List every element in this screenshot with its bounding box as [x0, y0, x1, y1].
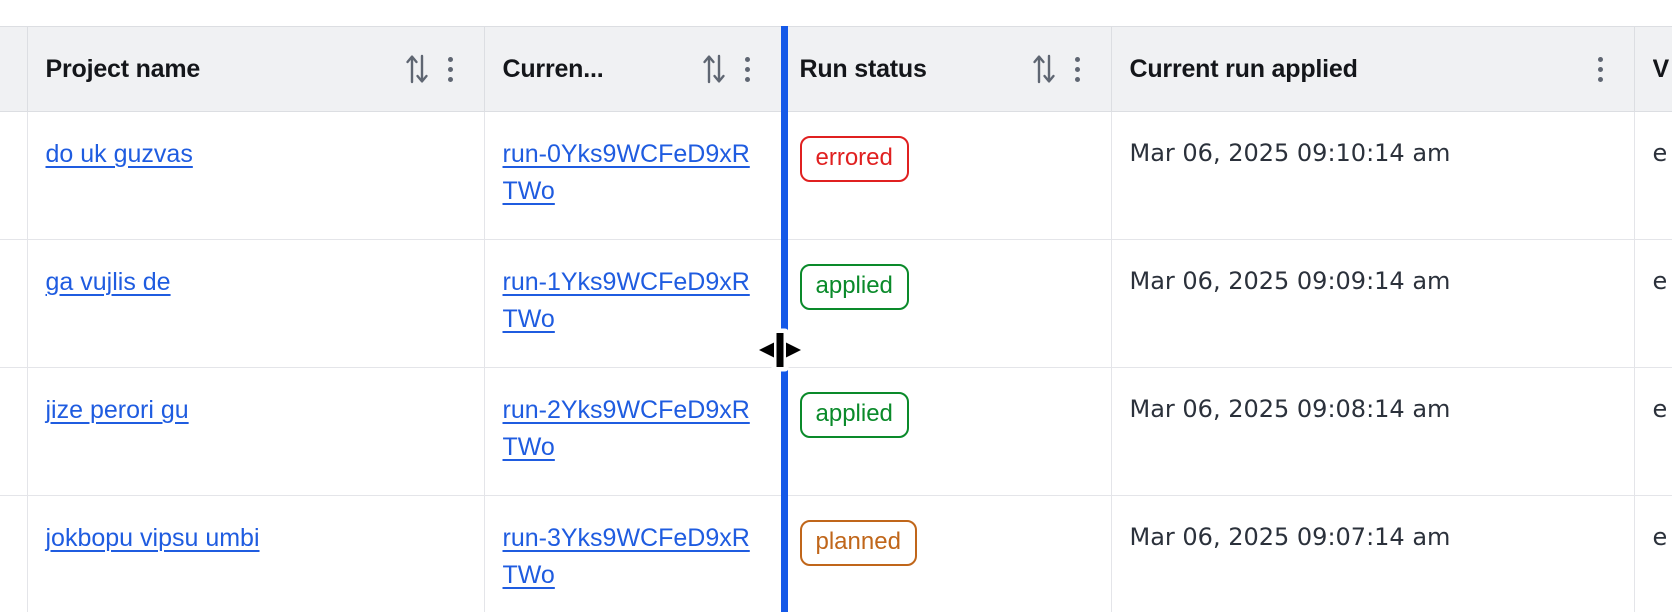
table-row: jokbopu vipsu umbi run-3Yks9WCFeD9xRTWo …: [0, 495, 1672, 612]
cell-project-name: do uk guzvas: [27, 111, 485, 240]
cell-run-status: applied: [781, 239, 1112, 368]
current-run-link[interactable]: run-3Yks9WCFeD9xRTWo: [502, 524, 750, 589]
cell-current-run-applied: Mar 06, 2025 09:10:14 am: [1111, 111, 1635, 240]
cell-project-name: jokbopu vipsu umbi: [27, 495, 485, 612]
row-gutter-cell[interactable]: [0, 239, 28, 368]
project-name-link[interactable]: jokbopu vipsu umbi: [45, 524, 260, 552]
kebab-menu-icon[interactable]: [1063, 52, 1093, 86]
cell-current-run: run-0Yks9WCFeD9xRTWo: [484, 111, 782, 240]
status-badge: errored: [799, 136, 909, 182]
current-run-link[interactable]: run-2Yks9WCFeD9xRTWo: [502, 396, 750, 461]
column-header-label-current-run-applied: Current run applied: [1129, 54, 1358, 83]
next-column-value: e: [1652, 267, 1668, 295]
cell-next-column: e: [1634, 239, 1672, 368]
sort-icon[interactable]: [1029, 52, 1059, 86]
row-gutter-cell[interactable]: [0, 367, 28, 496]
projects-table: Project name: [0, 26, 1672, 612]
sort-icon[interactable]: [402, 52, 432, 86]
row-gutter-cell[interactable]: [0, 111, 28, 240]
applied-timestamp: Mar 06, 2025 09:08:14 am: [1129, 395, 1451, 423]
cell-current-run-applied: Mar 06, 2025 09:09:14 am: [1111, 239, 1635, 368]
cell-current-run-applied: Mar 06, 2025 09:08:14 am: [1111, 367, 1635, 496]
next-column-value: e: [1652, 523, 1668, 551]
cell-project-name: jize perori gu: [27, 367, 485, 496]
status-badge: applied: [799, 392, 909, 438]
kebab-menu-icon[interactable]: [733, 52, 763, 86]
project-name-link[interactable]: jize perori gu: [45, 396, 189, 424]
cell-run-status: errored: [781, 111, 1112, 240]
column-header-project-name[interactable]: Project name: [27, 26, 485, 112]
column-header-gutter: [0, 26, 28, 112]
header-row: Project name: [0, 26, 1672, 112]
column-header-label-run-status: Run status: [799, 54, 927, 83]
cell-run-status: applied: [781, 367, 1112, 496]
table-row: jize perori gu run-2Yks9WCFeD9xRTWo appl…: [0, 367, 1672, 496]
table-row: ga vujlis de run-1Yks9WCFeD9xRTWo applie…: [0, 239, 1672, 368]
cell-next-column: e: [1634, 495, 1672, 612]
cell-current-run: run-1Yks9WCFeD9xRTWo: [484, 239, 782, 368]
current-run-link[interactable]: run-0Yks9WCFeD9xRTWo: [502, 140, 750, 205]
current-run-link[interactable]: run-1Yks9WCFeD9xRTWo: [502, 268, 750, 333]
row-gutter-cell[interactable]: [0, 495, 28, 612]
status-badge: planned: [799, 520, 917, 566]
column-header-label-next-column: V: [1652, 54, 1669, 83]
column-header-next-column[interactable]: V: [1634, 26, 1672, 112]
column-header-current-run[interactable]: Curren...: [484, 26, 782, 112]
cell-current-run: run-3Yks9WCFeD9xRTWo: [484, 495, 782, 612]
cell-project-name: ga vujlis de: [27, 239, 485, 368]
cell-current-run: run-2Yks9WCFeD9xRTWo: [484, 367, 782, 496]
column-header-current-run-applied[interactable]: Current run applied: [1111, 26, 1635, 112]
cell-current-run-applied: Mar 06, 2025 09:07:14 am: [1111, 495, 1635, 612]
applied-timestamp: Mar 06, 2025 09:07:14 am: [1129, 523, 1451, 551]
cell-next-column: e: [1634, 367, 1672, 496]
kebab-menu-icon[interactable]: [436, 52, 466, 86]
status-badge: applied: [799, 264, 909, 310]
applied-timestamp: Mar 06, 2025 09:10:14 am: [1129, 139, 1451, 167]
next-column-value: e: [1652, 139, 1668, 167]
sort-icon[interactable]: [699, 52, 729, 86]
table-body: do uk guzvas run-0Yks9WCFeD9xRTWo errore…: [0, 111, 1672, 612]
applied-timestamp: Mar 06, 2025 09:09:14 am: [1129, 267, 1451, 295]
project-name-link[interactable]: ga vujlis de: [45, 268, 171, 296]
project-name-link[interactable]: do uk guzvas: [45, 140, 193, 168]
column-header-label-current-run: Curren...: [502, 54, 604, 83]
column-header-run-status[interactable]: Run status: [781, 26, 1112, 112]
kebab-menu-icon[interactable]: [1586, 52, 1616, 86]
table-header: Project name: [0, 26, 1672, 112]
table-row: do uk guzvas run-0Yks9WCFeD9xRTWo errore…: [0, 111, 1672, 240]
cell-next-column: e: [1634, 111, 1672, 240]
column-header-label-project-name: Project name: [45, 54, 201, 83]
next-column-value: e: [1652, 395, 1668, 423]
cell-run-status: planned: [781, 495, 1112, 612]
